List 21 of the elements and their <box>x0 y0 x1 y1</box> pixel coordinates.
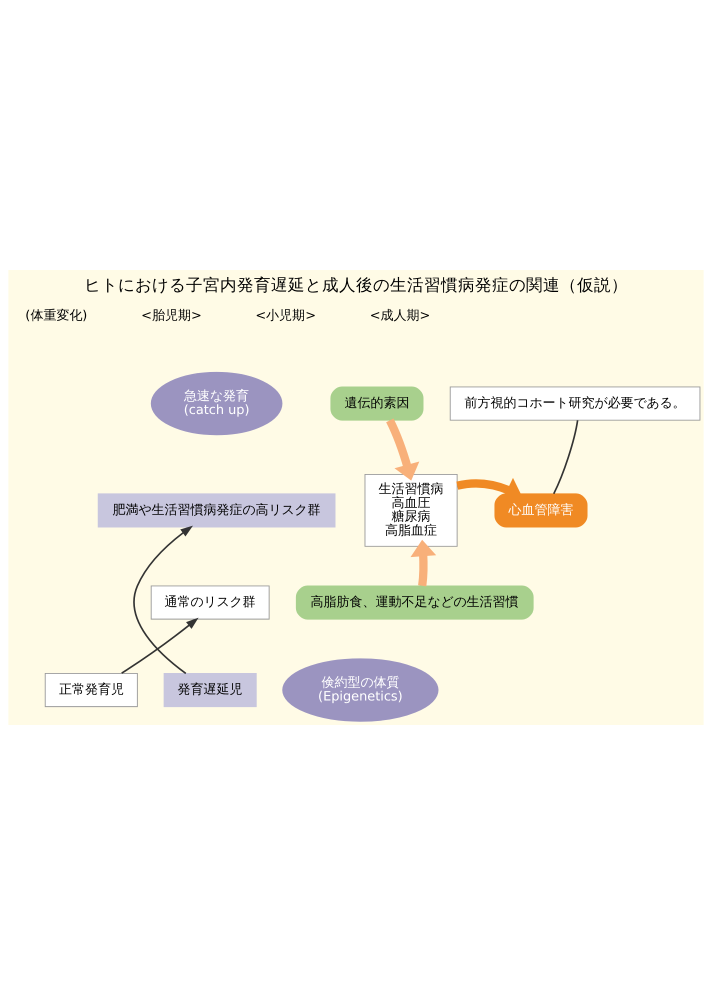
node-ellipse: 急速な発育 (catch up) <box>150 371 282 435</box>
node-box: 生活習慣病 高血圧 糖尿病 高脂血症 <box>364 474 458 546</box>
label: <胎児期> <box>141 308 202 323</box>
node-box: 正常発育児 <box>44 672 138 707</box>
node-box: 心血管障害 <box>494 492 588 527</box>
node-ellipse: 倹約型の体質 (Epigenetics) <box>282 658 438 722</box>
arrow <box>410 539 436 586</box>
node-box: 肥満や生活習慣病発症の高リスク群 <box>98 492 336 527</box>
arrow <box>121 617 199 674</box>
node-box: 高脂肪食、運動不足などの生活習慣 <box>296 585 534 620</box>
node-box: 遺伝的素因 <box>330 386 424 420</box>
diagram-title: ヒトにおける子宮内発育遅延と成人後の生活習慣病発症の関連（仮説） <box>84 275 628 294</box>
label: (体重変化) <box>25 308 88 323</box>
node-box: 通常のリスク群 <box>150 585 270 620</box>
label: <小児期> <box>255 308 316 323</box>
connector <box>553 420 578 494</box>
arrow <box>386 418 420 480</box>
label: <成人期> <box>370 308 430 323</box>
node-box: 前方視的コホート研究が必要である。 <box>450 386 700 420</box>
arrow <box>133 525 194 674</box>
node-box: 発育遅延児 <box>164 672 257 707</box>
